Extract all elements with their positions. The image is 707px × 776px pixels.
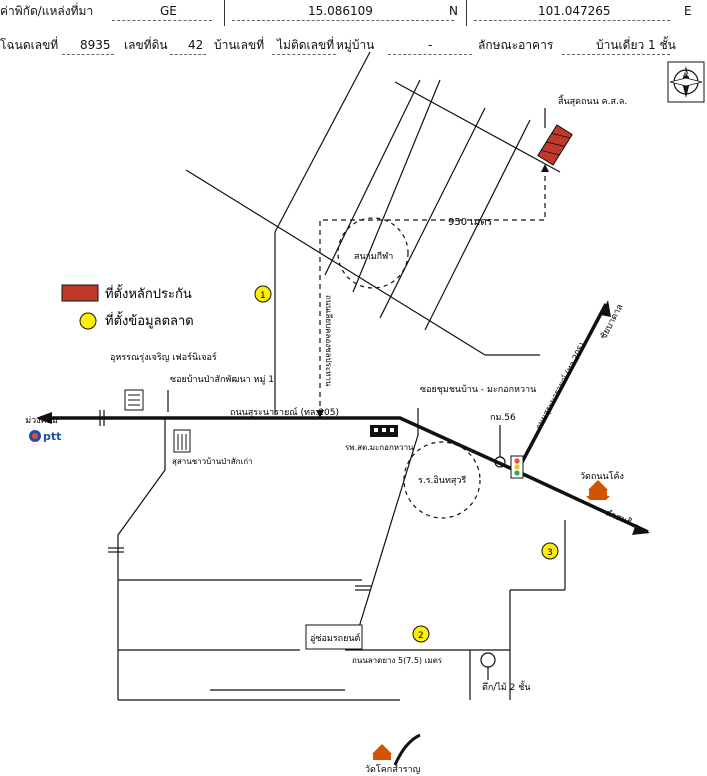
asphalt-label: ถนนลาดยาง 5(7.5) เมตร <box>352 656 443 665</box>
stadium-area <box>337 217 409 289</box>
road <box>394 81 561 173</box>
road <box>117 418 166 700</box>
land-label: เลขที่ดิน <box>124 38 168 52</box>
traffic-light-icon <box>510 455 524 479</box>
main-road-diag-label: ถนนสุระนารายณ์ (ทล.205) <box>533 341 587 431</box>
cemetery-label: สุสานชาวบ้านป่าสักเก่า <box>172 457 253 466</box>
rule <box>388 54 472 55</box>
rule <box>62 54 114 55</box>
village-label: หมู่บ้าน <box>336 38 375 52</box>
school-label: ร.ร.อินทสุวรี <box>418 475 466 486</box>
legend-market-swatch <box>79 312 97 330</box>
route-arrowhead <box>541 164 549 172</box>
distance-label: 950 เมตร <box>448 217 493 228</box>
market-marker-3 <box>541 542 559 560</box>
temple-label: วัดถนนโค้ง <box>580 471 624 482</box>
road <box>274 51 371 233</box>
main-road-label: ถนนสุระนารายณ์ (ทล.205) <box>230 406 339 418</box>
road-end-label: สิ้นสุดถนน ค.ส.ล. <box>558 94 627 107</box>
left-arrowhead <box>36 412 52 424</box>
house-label: บ้านเลขที่ <box>214 38 265 52</box>
temple-icon <box>372 744 392 760</box>
village-value: - <box>428 38 433 52</box>
building-marker <box>480 652 496 668</box>
ptt-label: ptt <box>43 430 61 443</box>
soi-road-label: ซอยบ้านป่าสักพัฒนา หมู่ 1 <box>170 374 274 385</box>
divider <box>466 0 467 26</box>
legend-collateral-label: ที่ตั้งหลักประกัน <box>105 284 192 302</box>
hospital-label: รพ.สต.มะกอกหวาน <box>345 443 414 452</box>
house-value: ไม่ติดเลขที่ <box>277 38 335 52</box>
km-label: กม.56 <box>490 413 516 423</box>
building-2-label: ตึก/ไม้ 2 ชั้น <box>482 680 531 693</box>
road <box>185 169 486 356</box>
rule <box>474 20 670 21</box>
compass-icon <box>667 61 705 103</box>
north-label: N <box>684 70 689 78</box>
marker-number: 2 <box>418 631 424 641</box>
rule <box>170 54 206 55</box>
building-value: บ้านเดี่ยว 1 ชั้น <box>596 38 676 52</box>
rule <box>232 20 454 21</box>
soi-makok-label: ซอยชุมชนบ้าน - มะกอกหวาน <box>420 384 536 395</box>
furniture-shop-icon <box>124 389 144 411</box>
legend-market-label: ที่ตั้งข้อมูลตลาด <box>105 311 194 329</box>
ptt-logo <box>29 430 41 442</box>
school-area <box>403 441 481 519</box>
marker-number: 3 <box>547 548 553 558</box>
road <box>352 79 441 293</box>
garage-label: อู่ซ่อมรถยนต์ <box>310 632 361 644</box>
lamsonthi-label: ลำสนธิ <box>604 508 634 529</box>
stadium-label: สนามกีฬา <box>354 251 393 262</box>
bottom-road <box>393 733 421 766</box>
garage-box <box>305 624 363 650</box>
cemetery-icon <box>173 429 191 453</box>
main-road <box>40 416 649 534</box>
building-label: ลักษณะอาคาร <box>478 38 554 52</box>
coord-label: ค่าพิกัด/แหล่งที่มา <box>0 4 94 18</box>
deed-number: 8935 <box>80 38 111 52</box>
longitude-dir: E <box>684 4 692 18</box>
furniture-label: อุหรรณรุ่งเจริญ เฟอร์นิเจอร์ <box>110 351 217 363</box>
rule <box>272 54 336 55</box>
alley-label: ถนนเลียบคลองชลประทาน <box>324 295 333 387</box>
legend-collateral-swatch <box>61 284 99 302</box>
rule <box>112 20 212 21</box>
marker-number: 1 <box>260 291 266 301</box>
coord-source: GE <box>160 4 177 18</box>
collateral-marker <box>537 124 573 166</box>
to-left-label: ม่วงค่อม <box>25 416 58 426</box>
hospital-icon <box>370 425 398 437</box>
road <box>351 434 419 651</box>
deed-label: โฉนดเลขที่ <box>0 38 59 52</box>
temple-icon <box>586 480 610 500</box>
north-arrowhead <box>601 300 611 317</box>
rule <box>562 54 670 55</box>
bottom-temple-label: วัดโคกสำราญ <box>365 764 421 775</box>
road <box>324 79 421 276</box>
latitude: 15.086109 <box>308 4 373 18</box>
latitude-dir: N <box>449 4 458 18</box>
chaibadan-road <box>518 303 608 467</box>
road <box>424 119 531 331</box>
road <box>379 107 486 319</box>
route-line <box>319 168 546 415</box>
longitude: 101.047265 <box>538 4 611 18</box>
market-marker-1 <box>254 285 272 303</box>
route-arrowhead <box>316 410 324 418</box>
header: ค่าพิกัด/แหล่งที่มา GE 15.086109 N 101.0… <box>0 0 707 62</box>
market-marker-2 <box>412 625 430 643</box>
divider <box>224 0 225 26</box>
right-arrowhead <box>632 524 650 535</box>
land-number: 42 <box>188 38 204 52</box>
